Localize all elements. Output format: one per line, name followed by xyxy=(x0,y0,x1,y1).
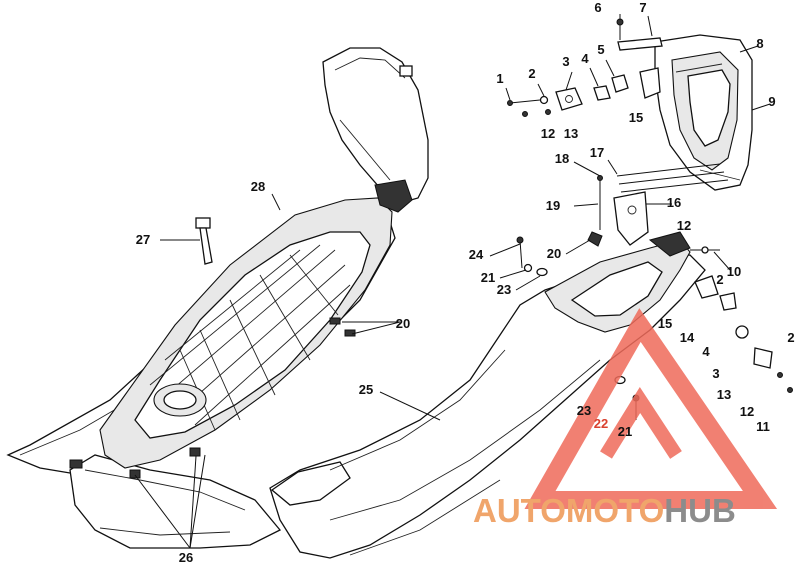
callout-label-c10: 10 xyxy=(727,264,741,279)
callout-label-c2c: 2 xyxy=(787,330,794,345)
callout-label-c28: 28 xyxy=(251,179,265,194)
watermark-brand-part2: HUB xyxy=(664,492,736,529)
seat-base-assembly xyxy=(6,197,396,549)
callout-label-c9: 9 xyxy=(768,94,775,109)
callout-label-c13b: 13 xyxy=(717,387,731,402)
callout-label-c23a: 23 xyxy=(497,282,511,297)
callout-label-c25: 25 xyxy=(359,382,373,397)
callout-label-c7: 7 xyxy=(639,0,646,15)
callout-label-c27: 27 xyxy=(136,232,150,247)
callout-label-c16: 16 xyxy=(667,195,681,210)
callout-label-c18: 18 xyxy=(555,151,569,166)
callout-label-c17: 17 xyxy=(590,145,604,160)
callout-label-c1: 1 xyxy=(496,71,503,86)
rear-console-assembly xyxy=(507,18,753,247)
callout-label-c19: 19 xyxy=(546,198,560,213)
callout-label-c21b: 21 xyxy=(618,424,632,439)
callout-label-c12c: 12 xyxy=(740,404,754,419)
callout-label-c2b: 2 xyxy=(716,272,723,287)
callout-label-c6: 6 xyxy=(594,0,601,15)
leader-lines xyxy=(134,14,771,549)
callout-label-c13a: 13 xyxy=(564,126,578,141)
callout-label-c20b: 20 xyxy=(396,316,410,331)
watermark-triangle xyxy=(524,308,778,509)
callout-label-c3b: 3 xyxy=(712,366,719,381)
callout-label-c12b: 12 xyxy=(677,218,691,233)
callout-label-c2a: 2 xyxy=(528,66,535,81)
callout-label-c8: 8 xyxy=(756,36,763,51)
callout-label-c14: 14 xyxy=(680,330,695,345)
callout-label-c24: 24 xyxy=(469,247,484,262)
callout-label-c15b: 15 xyxy=(658,316,672,331)
callout-label-c5: 5 xyxy=(597,42,604,57)
callout-label-c21a: 21 xyxy=(481,270,495,285)
callout-label-c4a: 4 xyxy=(581,51,589,66)
callout-label-c20a: 20 xyxy=(547,246,561,261)
watermark-text: AUTOMOTOHUB xyxy=(473,492,736,529)
callout-label-c4b: 4 xyxy=(702,344,710,359)
callout-label-c23b: 23 xyxy=(577,403,591,418)
side-cover-assembly xyxy=(269,231,793,559)
callout-label-c15a: 15 xyxy=(629,110,643,125)
callout-label-c22: 22 xyxy=(594,416,608,431)
callout-label-c11: 11 xyxy=(756,419,770,434)
callout-label-c12a: 12 xyxy=(541,126,555,141)
upper-cover-piece xyxy=(322,47,429,213)
callout-label-c26: 26 xyxy=(179,550,193,565)
callout-label-c3a: 3 xyxy=(562,54,569,69)
watermark-brand-part1: AUTOMOTO xyxy=(473,492,664,529)
